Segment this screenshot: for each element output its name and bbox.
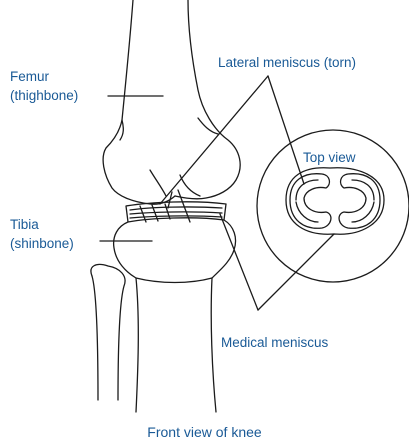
tibia-bone <box>114 220 236 412</box>
leader-lines <box>100 76 334 310</box>
top-view-label: Top view <box>303 148 356 167</box>
tibia-sublabel: (shinbone) <box>10 234 74 253</box>
femur-sublabel: (thighbone) <box>10 86 78 105</box>
medical-meniscus-label: Medical meniscus <box>221 333 328 352</box>
fibula-bone <box>91 264 125 400</box>
top-view-meniscus <box>286 168 384 234</box>
tibia-label: Tibia <box>10 215 39 234</box>
diagram-caption: Front view of knee <box>0 423 409 442</box>
meniscus-band <box>126 190 226 222</box>
femur-label: Femur <box>10 67 49 86</box>
lateral-meniscus-label: Lateral meniscus (torn) <box>218 53 356 72</box>
femur-bone <box>103 0 240 204</box>
